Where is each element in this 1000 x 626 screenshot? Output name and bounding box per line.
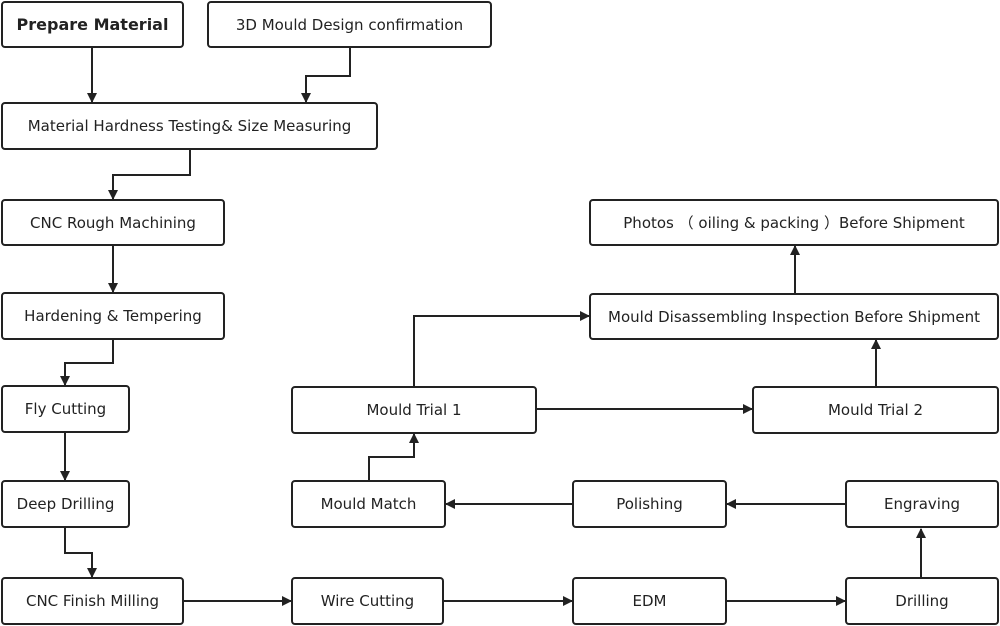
step-label: Deep Drilling xyxy=(16,495,115,513)
step-label: Mould Trial 2 xyxy=(827,401,924,419)
step-label: Photos （ oiling & packing ）Before Shipme… xyxy=(623,214,965,232)
step-label: Polishing xyxy=(616,495,683,513)
step-hardness-testing: Material Hardness Testing& Size Measurin… xyxy=(1,102,378,150)
step-photos-before-shipment: Photos （ oiling & packing ）Before Shipme… xyxy=(589,199,999,246)
step-label: Mould Disassembling Inspection Before Sh… xyxy=(608,307,980,326)
step-edm: EDM xyxy=(572,577,727,625)
step-label: Engraving xyxy=(884,495,960,513)
step-label: Drilling xyxy=(895,592,949,610)
step-label: Wire Cutting xyxy=(320,592,415,610)
step-drilling: Drilling xyxy=(845,577,999,625)
arrow-hardening-to-fly xyxy=(60,340,114,386)
step-label: CNC Rough Machining xyxy=(30,213,196,232)
step-mould-disassembling-inspection: Mould Disassembling Inspection Before Sh… xyxy=(589,293,999,340)
arrow-testing-to-rough xyxy=(108,150,191,200)
step-prepare-material: Prepare Material xyxy=(1,1,184,48)
step-polishing: Polishing xyxy=(572,480,727,528)
step-fly-cutting: Fly Cutting xyxy=(1,385,130,433)
step-mould-trial-2: Mould Trial 2 xyxy=(752,386,999,434)
step-mould-match: Mould Match xyxy=(291,480,446,528)
step-wire-cutting: Wire Cutting xyxy=(291,577,444,625)
step-engraving: Engraving xyxy=(845,480,999,528)
step-label: Fly Cutting xyxy=(24,400,107,418)
arrow-deep-to-finish xyxy=(64,528,97,578)
arrow-match-to-trial1 xyxy=(368,433,419,480)
step-label: 3D Mould Design confirmation xyxy=(235,15,464,34)
step-cnc-finish-milling: CNC Finish Milling xyxy=(1,577,184,625)
arrow-trial1-to-disassembling xyxy=(413,311,590,386)
step-label: Hardening & Tempering xyxy=(24,307,202,325)
step-label: CNC Finish Milling xyxy=(25,592,160,610)
step-deep-drilling: Deep Drilling xyxy=(1,480,130,528)
step-label: Mould Match xyxy=(320,495,417,513)
step-3d-mould-design: 3D Mould Design confirmation xyxy=(207,1,492,48)
step-mould-trial-1: Mould Trial 1 xyxy=(291,386,537,434)
step-label: Mould Trial 1 xyxy=(366,401,462,419)
step-label: Prepare Material xyxy=(16,15,169,34)
arrow-design-to-testing xyxy=(301,48,351,103)
step-cnc-rough-machining: CNC Rough Machining xyxy=(1,199,225,246)
step-hardening-tempering: Hardening & Tempering xyxy=(1,292,225,340)
step-label: EDM xyxy=(632,592,667,610)
step-label: Material Hardness Testing& Size Measurin… xyxy=(27,117,352,135)
